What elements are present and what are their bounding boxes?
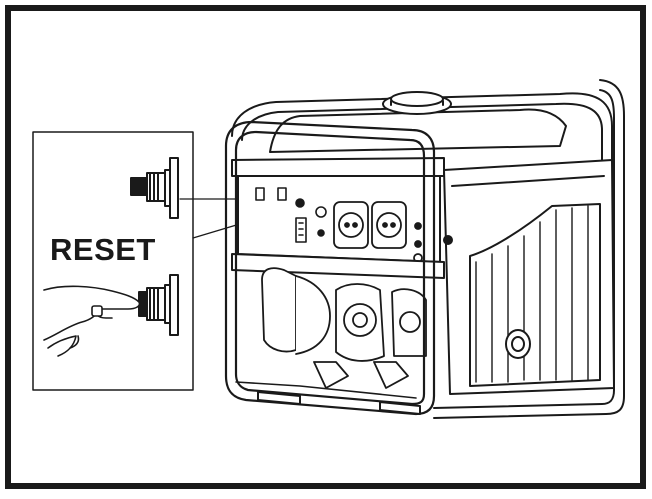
engine [261, 267, 427, 389]
reset-button-released-icon [130, 157, 179, 219]
ac-outlets [333, 201, 423, 263]
generator-body [224, 79, 625, 419]
reset-button-pressed-icon [138, 274, 179, 336]
finger-hand-icon [43, 285, 141, 357]
panel-switches [255, 187, 327, 243]
reset-label: RESET [50, 232, 156, 267]
